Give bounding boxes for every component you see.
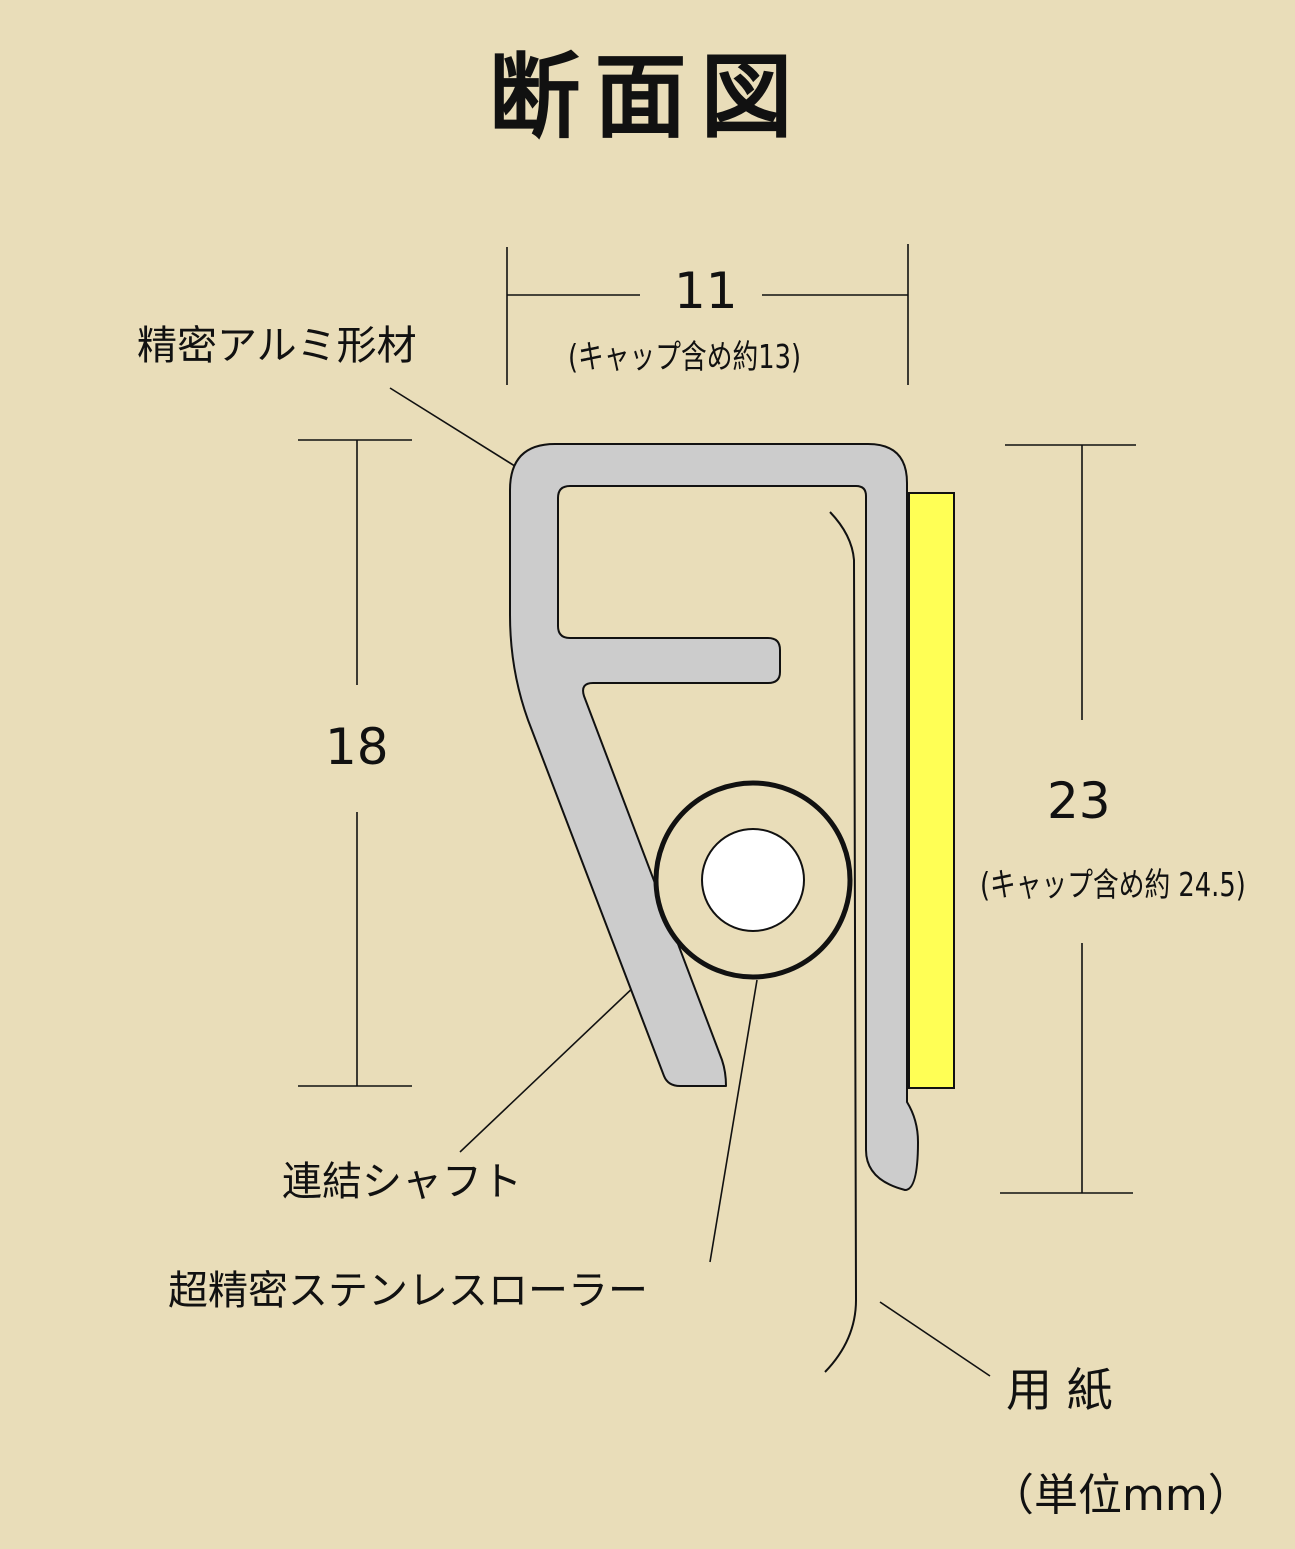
- width-dimension-note: (キャップ含め約13): [568, 337, 802, 376]
- unit-label: （単位mm）: [990, 1470, 1252, 1521]
- diagram-title: 断面図: [488, 44, 807, 151]
- yellow-cap: [908, 492, 955, 1089]
- connecting-shaft: [701, 828, 805, 932]
- height-dimension-value: 18: [325, 718, 389, 776]
- overall-height-dimension-value: 23: [1047, 772, 1111, 830]
- shaft-label: 連結シャフト: [282, 1159, 522, 1205]
- width-dimension-value: 11: [674, 262, 738, 320]
- paper-sheet: [824, 511, 858, 1373]
- aluminum-profile-shape: [509, 443, 919, 1191]
- aluminum-profile-label: 精密アルミ形材: [137, 323, 417, 369]
- paper-label: 用 紙: [1006, 1363, 1113, 1417]
- roller-label: 超精密ステンレスローラー: [168, 1268, 648, 1314]
- paper-leader-line: [879, 1301, 991, 1377]
- profile-leader-line: [389, 387, 535, 479]
- overall-height-dimension-note: (キャップ含め約 24.5): [980, 865, 1246, 904]
- roller-leader-line: [709, 979, 758, 1263]
